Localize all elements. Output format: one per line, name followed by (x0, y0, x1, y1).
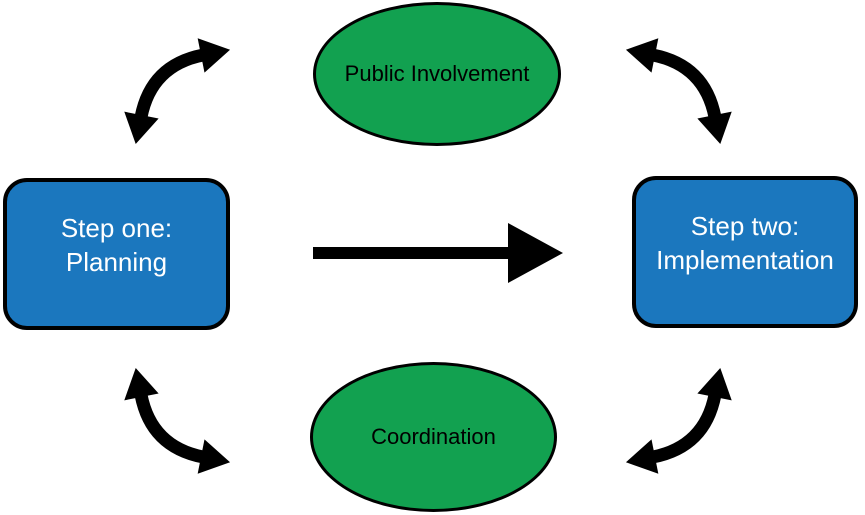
node-step-two-line2: Implementation (656, 245, 834, 275)
node-step-one-line2: Planning (65, 247, 168, 277)
main-arrow-right-icon (313, 223, 563, 283)
curved-double-arrow-top-left-icon (124, 38, 231, 145)
node-step-two-implementation: Step two: Implementation (632, 176, 858, 328)
node-step-one-planning: Step one: Planning (3, 178, 230, 330)
curved-double-arrow-top-right-icon (625, 38, 732, 145)
curved-double-arrow-bottom-left-icon (124, 367, 231, 474)
curved-double-arrow-bottom-right-icon (625, 367, 732, 474)
node-step-two-line1: Step two: (690, 211, 800, 241)
node-step-one-line1: Step one: (60, 213, 173, 243)
node-coordination: Coordination (310, 362, 557, 512)
node-coordination-label: Coordination (371, 424, 496, 449)
node-public-involvement-label: Public Involvement (344, 61, 530, 86)
node-public-involvement: Public Involvement (313, 2, 561, 146)
